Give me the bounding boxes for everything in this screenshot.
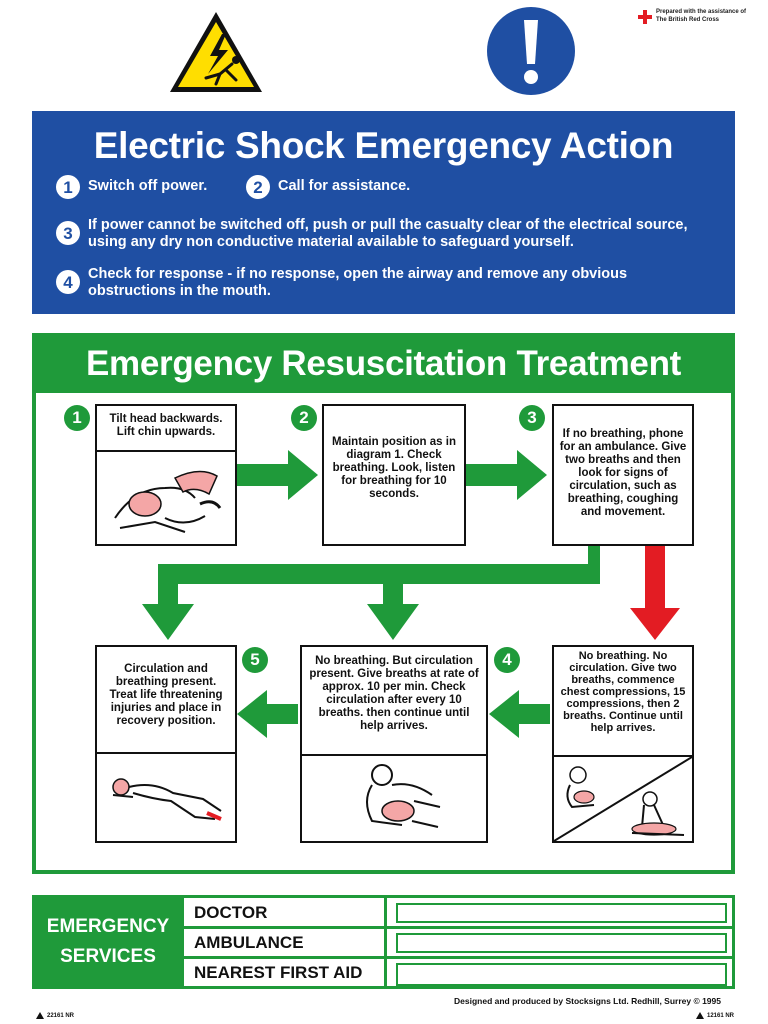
step-number-4: 4 — [494, 647, 520, 673]
step-number-1: 1 — [64, 405, 90, 431]
shock-step-4-text: Check for response - if no response, ope… — [88, 266, 628, 299]
arrow-4-to-middle — [489, 690, 550, 738]
step-2-box: Maintain position as in diagram 1. Check… — [322, 404, 466, 546]
exclamation-mandatory-icon — [487, 7, 575, 95]
emergency-label-line1: EMERGENCY — [46, 916, 170, 937]
arrow-middle-to-5 — [237, 690, 298, 738]
footer-code-left-text: 22161 NR — [47, 1012, 75, 1019]
footer-code-right: 12161 NR — [696, 1012, 734, 1019]
emergency-row-doctor: DOCTOR — [184, 898, 735, 929]
cpr-illustration — [554, 757, 692, 841]
emergency-label-line2: SERVICES — [60, 946, 156, 967]
shock-step-2: 2 Call for assistance. — [246, 175, 410, 199]
shock-step-3: 3 If power cannot be switched off, push … — [56, 217, 716, 251]
rescue-breathing-divider — [302, 754, 486, 756]
arrow-3-split — [142, 546, 600, 640]
step-4-box: No breathing. No circulation. Give two b… — [552, 645, 694, 843]
head-tilt-illustration — [114, 470, 222, 533]
recovery-position-illustration — [112, 778, 222, 821]
ambulance-number-field — [396, 933, 727, 953]
rescue-breathing-text: No breathing. But circulation present. G… — [309, 655, 479, 732]
step-1-divider — [97, 450, 235, 452]
stocksigns-logo-icon — [696, 1012, 704, 1019]
emergency-row-label: AMBULANCE — [194, 933, 304, 952]
shock-step-4: 4 Check for response - if no response, o… — [56, 266, 716, 300]
shock-step-2-text: Call for assistance. — [278, 178, 411, 194]
emergency-row-separator — [384, 928, 387, 956]
step-4-divider — [554, 755, 692, 757]
resuscitation-title: Emergency Resuscitation Treatment — [32, 333, 735, 393]
emergency-row-label: NEAREST FIRST AID — [194, 963, 363, 982]
shock-step-3-text: If power cannot be switched off, push or… — [88, 217, 688, 250]
step-number-2: 2 — [291, 405, 317, 431]
emergency-services-label: EMERGENCY SERVICES — [32, 895, 184, 989]
electric-shock-title: Electric Shock Emergency Action — [93, 125, 674, 166]
red-cross-icon — [638, 10, 652, 24]
footer-code-right-text: 12161 NR — [707, 1012, 735, 1019]
arrow-2-to-3 — [466, 450, 547, 500]
arrow-split-to-middle — [367, 584, 419, 640]
emergency-row-ambulance: AMBULANCE — [184, 928, 735, 959]
step-number-2: 2 — [246, 175, 270, 199]
step-5-divider — [97, 752, 235, 754]
step-1-box: Tilt head backwards. Lift chin upwards. — [95, 404, 237, 546]
first-aid-number-field — [396, 963, 727, 986]
emergency-rows: DOCTOR AMBULANCE NEAREST FIRST AID — [0, 898, 768, 989]
step-3-text: If no breathing, phone for an ambulance.… — [559, 428, 687, 518]
emergency-row-first-aid: NEAREST FIRST AID — [184, 958, 735, 989]
step-number-3: 3 — [519, 405, 545, 431]
step-3-box: If no breathing, phone for an ambulance.… — [552, 404, 694, 546]
shock-step-1: 1 Switch off power. — [56, 175, 207, 199]
redcross-line1: Prepared with the assistance of — [656, 9, 747, 15]
redcross-line2: The British Red Cross — [656, 17, 720, 23]
emergency-row-separator — [384, 958, 387, 989]
step-5-text: Circulation and breathing present. Treat… — [109, 663, 223, 727]
electric-shock-warning-icon — [170, 12, 262, 92]
step-number-5: 5 — [242, 647, 268, 673]
stocksigns-logo-icon — [36, 1012, 44, 1019]
rescue-breathing-box: No breathing. But circulation present. G… — [300, 645, 488, 843]
shock-step-1-text: Switch off power. — [88, 178, 208, 194]
doctor-number-field — [396, 903, 727, 923]
step-number-1: 1 — [56, 175, 80, 199]
step-4-text: No breathing. No circulation. Give two b… — [560, 650, 686, 734]
emergency-row-separator — [384, 898, 387, 926]
step-2-text: Maintain position as in diagram 1. Check… — [332, 436, 456, 500]
step-number-4: 4 — [56, 270, 80, 294]
red-cross-credit: Prepared with the assistance of The Brit… — [638, 8, 766, 30]
footer-credit: Designed and produced by Stocksigns Ltd.… — [454, 996, 721, 1006]
step-1-text: Tilt head backwards. Lift chin upwards. — [109, 413, 223, 438]
rescue-breathing-illustration — [366, 764, 441, 828]
emergency-row-label: DOCTOR — [194, 903, 268, 922]
arrow-1-to-2 — [237, 450, 318, 500]
arrow-3-to-4-red — [630, 546, 680, 640]
footer-code-left: 22161 NR — [36, 1012, 74, 1019]
electric-shock-panel: Electric Shock Emergency Action 1 Switch… — [32, 111, 735, 314]
step-number-3: 3 — [56, 221, 80, 245]
step-5-box: Circulation and breathing present. Treat… — [95, 645, 237, 843]
